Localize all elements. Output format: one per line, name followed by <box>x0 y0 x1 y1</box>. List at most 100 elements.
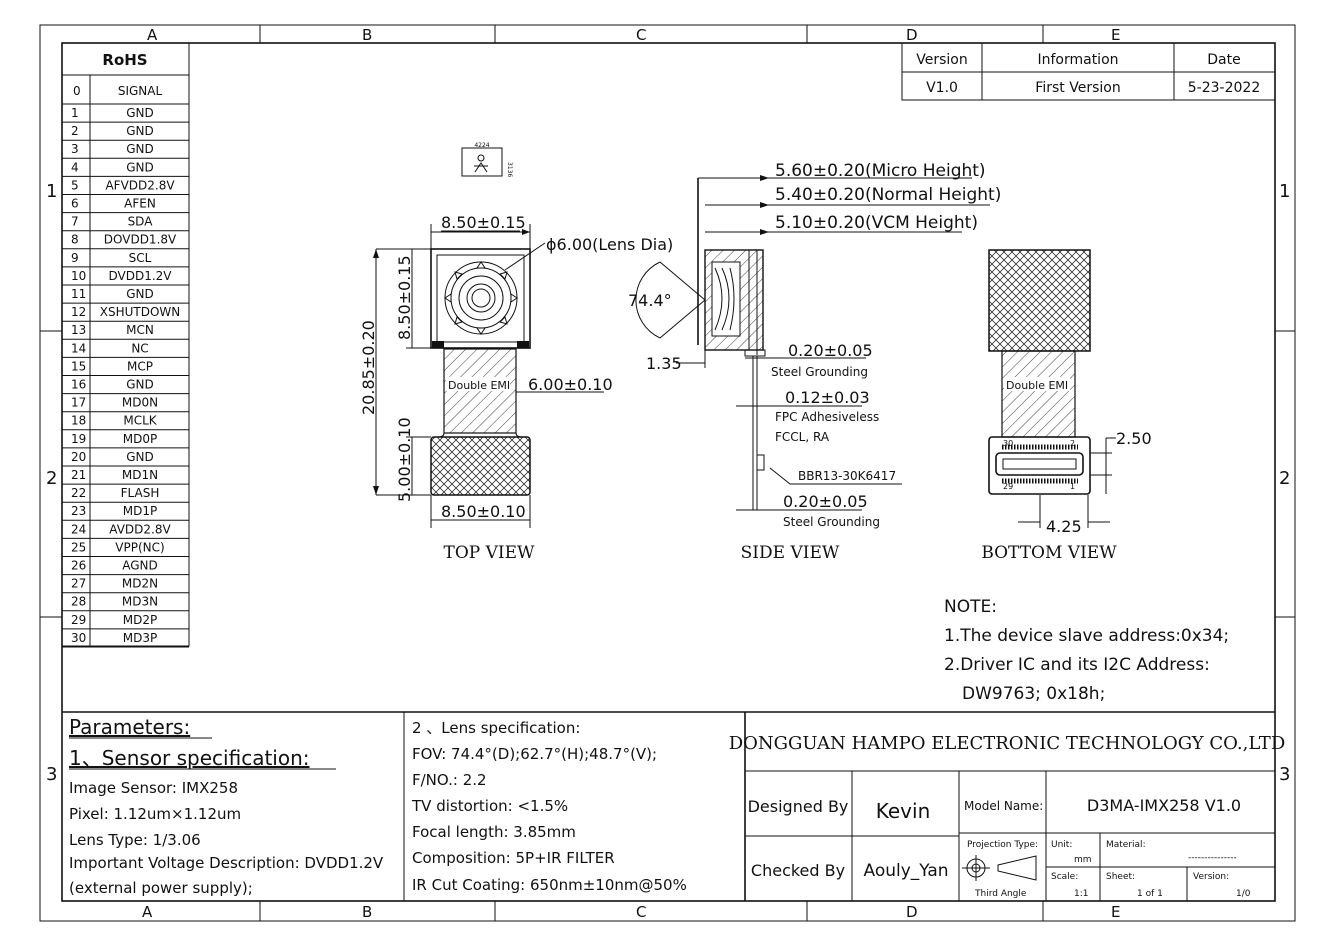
pin-signal: MCLK <box>123 414 157 428</box>
pin-30: 30 <box>1003 439 1013 448</box>
pin-number: 9 <box>71 251 79 265</box>
model-name-value: D3MA-IMX258 V1.0 <box>1087 796 1241 815</box>
pin-number: 8 <box>71 233 79 247</box>
top-view-label: TOP VIEW <box>444 543 536 563</box>
pin-signal: MD3P <box>123 631 157 645</box>
lens-composition: Composition: 5P+IR FILTER <box>412 849 615 867</box>
lens-fno: F/NO.: 2.2 <box>412 771 487 789</box>
pin-signal: MD1N <box>122 468 158 482</box>
notes: NOTE: 1.The device slave address:0x34; 2… <box>944 597 1229 704</box>
param-pixel: Pixel: 1.12um×1.12um <box>69 805 241 823</box>
note-title: NOTE: <box>944 597 997 617</box>
third-angle-label: Third Angle <box>974 889 1027 899</box>
note-line-2: 2.Driver IC and its I2C Address: <box>944 655 1210 675</box>
note-fpc-2: FCCL, RA <box>775 430 830 444</box>
scale-label: Scale: <box>1051 872 1078 882</box>
sensor-params: Parameters: 1、Sensor specification: Imag… <box>69 715 384 897</box>
bottom-view-label: BOTTOM VIEW <box>981 543 1117 563</box>
pin-number: 7 <box>71 215 79 229</box>
pin-signal: FLASH <box>121 486 160 500</box>
lens-focal: Focal length: 3.85mm <box>412 823 576 841</box>
rev-head-info: Information <box>1037 52 1118 68</box>
stamp-side-text: 3136 <box>506 162 513 177</box>
rohs-title: RoHS <box>102 51 147 69</box>
pin-signal: AFVDD2.8V <box>105 178 175 192</box>
zone-col-c-bottom: C <box>636 903 646 921</box>
zone-col-b-bottom: B <box>362 903 372 921</box>
pin-number: 24 <box>71 522 86 536</box>
pin-signal: SCL <box>129 251 152 265</box>
pin-number: 22 <box>71 486 86 500</box>
designed-by-value: Kevin <box>876 799 931 823</box>
note-line-1: 1.The device slave address:0x34; <box>944 626 1229 646</box>
pin-signal: XSHUTDOWN <box>100 305 181 319</box>
checked-by-label: Checked By <box>751 861 845 880</box>
scale-value: 1:1 <box>1074 889 1088 899</box>
pin-number: 27 <box>71 577 86 591</box>
dim-fpc-thickness: 0.12±0.03 <box>785 388 870 407</box>
rohs-head-num: 0 <box>73 84 81 98</box>
pin-signal: VPP(NC) <box>115 540 164 554</box>
side-view-label: SIDE VIEW <box>741 543 840 563</box>
connector-board-top <box>430 436 531 496</box>
param-voltage: Important Voltage Description: DVDD1.2V <box>69 854 384 872</box>
pin-signal: MCP <box>127 359 153 373</box>
note-fpc-1: FPC Adhesiveless <box>775 410 879 424</box>
pin-number: 12 <box>71 305 86 319</box>
pin-signal: AGND <box>122 559 158 573</box>
pin-number: 5 <box>71 178 79 192</box>
param-image-sensor: Image Sensor: IMX258 <box>69 779 238 797</box>
pin-signal: DVDD1.2V <box>108 269 172 283</box>
zone-col-a-bottom: A <box>142 903 153 921</box>
dim-vcm-height: 5.10±0.20(VCM Height) <box>775 213 978 233</box>
pin-signal: MD2P <box>123 613 157 627</box>
pin-signal: SDA <box>128 215 154 229</box>
pin-number: 23 <box>71 504 86 518</box>
pin-signal: GND <box>126 450 154 464</box>
lens-distortion: TV distortion: <1.5% <box>411 797 568 815</box>
pin-number: 18 <box>71 414 86 428</box>
lens-ir-cut: IR Cut Coating: 650nm±10nm@50% <box>412 876 687 894</box>
dim-steel-1: 0.20±0.05 <box>788 341 873 360</box>
pin-number: 28 <box>71 595 86 609</box>
sheet-value: 1 of 1 <box>1137 889 1163 899</box>
param-voltage-2: (external power supply); <box>69 879 253 897</box>
dim-lens-dia: ϕ6.00(Lens Dia) <box>546 235 673 254</box>
pin-signal: MD3N <box>122 595 158 609</box>
top-emi-label: Double EMI <box>448 379 510 392</box>
top-view: 4224 3136 Double EMI 8.50±0.15 <box>359 142 673 563</box>
checked-by-value: Aouly_Yan <box>863 861 948 881</box>
lens-params: 2 、Lens specification: FOV: 74.4°(D);62.… <box>411 719 687 894</box>
zone-row-2-right: 2 <box>1279 468 1290 489</box>
bottom-emi-label: Double EMI <box>1006 379 1068 392</box>
rev-info: First Version <box>1035 80 1120 96</box>
pin-number: 19 <box>71 432 86 446</box>
pin-number: 25 <box>71 540 86 554</box>
label-stamp <box>461 147 503 177</box>
zone-dividers <box>40 25 1295 921</box>
pin-signal: NC <box>131 341 148 355</box>
board-to-board-connector <box>995 452 1084 476</box>
fov-angle: 74.4° <box>628 291 672 310</box>
params-title: Parameters: <box>69 715 190 739</box>
zone-row-1: 1 <box>46 181 57 202</box>
pin-number: 21 <box>71 468 86 482</box>
third-angle-projection-icon <box>962 855 1037 881</box>
inner-frame <box>61 42 1276 902</box>
pin-signal: MD0N <box>122 396 158 410</box>
pin-number: 26 <box>71 559 86 573</box>
zone-col-c: C <box>636 26 646 44</box>
unit-label: Unit: <box>1051 840 1072 850</box>
pin-2: 2 <box>1070 439 1075 448</box>
material-label: Material: <box>1106 840 1146 850</box>
pin-signal: GND <box>126 378 154 392</box>
pin-signal: DOVDD1.8V <box>104 233 177 247</box>
model-name-label: Model Name: <box>964 799 1043 813</box>
material-value: --------------- <box>1188 853 1237 863</box>
pin-number: 3 <box>71 142 79 156</box>
module-body-bottom <box>988 249 1091 352</box>
fpc-bottom <box>1001 350 1076 438</box>
